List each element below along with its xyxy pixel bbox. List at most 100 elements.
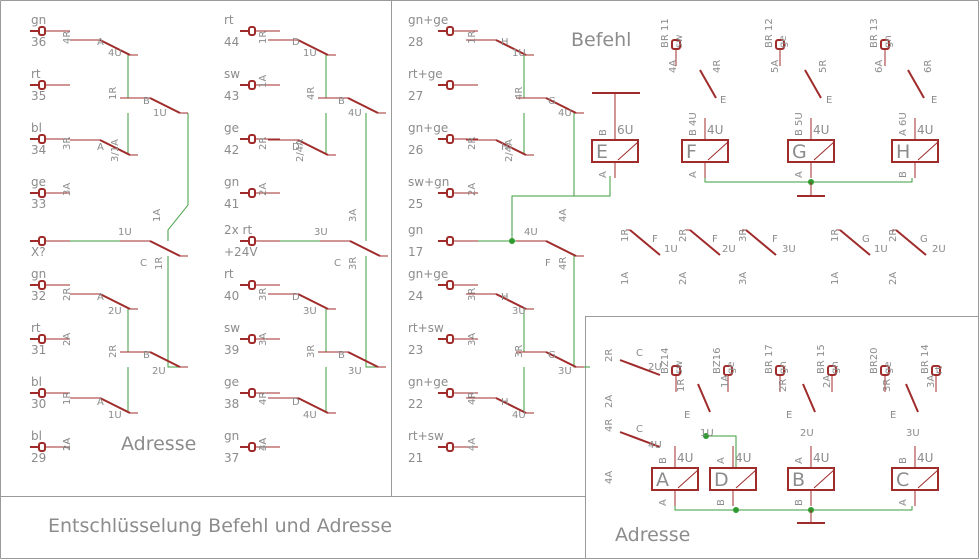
bridge-label: BR 15	[816, 344, 827, 374]
pin-connector	[38, 236, 46, 246]
relay-coil-label: C	[896, 469, 909, 491]
contact-label: 2A	[467, 183, 478, 196]
wire	[120, 55, 129, 99]
connector-color-label: rt+sw	[408, 429, 444, 443]
small-contact-blade	[629, 229, 661, 256]
contact-label: E	[720, 95, 726, 106]
contact-label: 6A	[874, 60, 885, 73]
small-contact-blade	[689, 229, 721, 256]
contact-label: 1U	[153, 108, 167, 119]
contact-label: D	[292, 142, 300, 153]
pin-connector	[248, 280, 256, 290]
relay-pin-a-label: A	[688, 171, 699, 178]
contact-blade	[297, 139, 329, 156]
contact-label: 2A	[888, 272, 899, 285]
contact-blade	[99, 293, 131, 310]
contact-label: B	[143, 96, 150, 107]
contact-label: 5A	[770, 60, 781, 73]
contact-label: 1A	[152, 209, 163, 222]
contact-label: 3U	[314, 227, 328, 238]
contact-label: 4R	[712, 60, 723, 73]
contact-label: 1U	[118, 227, 132, 238]
relay-coil-diagonal	[917, 469, 939, 489]
contact-label: E	[826, 95, 832, 106]
contact-label: 1U	[303, 48, 317, 59]
contact-blade	[297, 397, 329, 414]
relay-pin-a-label: A	[658, 499, 669, 506]
contact-label: 1U	[512, 48, 526, 59]
contact-label: 1A	[258, 75, 269, 88]
pin-connector	[446, 80, 454, 90]
contact-label: G	[548, 350, 556, 361]
wire	[573, 256, 590, 368]
contact-label: 2A	[258, 183, 269, 196]
contact-e-blade	[907, 69, 925, 99]
connector-color-label: ge	[224, 121, 239, 135]
contact-label: 1R	[62, 392, 73, 405]
relay-coil-diagonal	[813, 469, 835, 489]
connector-color-label: gn	[31, 13, 46, 27]
pin-connector	[446, 188, 454, 198]
connector-number-label: 43	[224, 89, 239, 103]
wire	[511, 113, 575, 241]
contact-label: 3A	[258, 438, 269, 451]
contact-label: 1R	[258, 31, 269, 44]
pin-connector	[38, 188, 46, 198]
contact-blade	[495, 293, 527, 310]
contact-label: 4A	[258, 438, 269, 451]
contact-label: 2/4A	[295, 139, 306, 162]
contact-label: G	[862, 234, 870, 245]
contact-label: 3R	[467, 288, 478, 301]
relay-coil-diagonal	[917, 141, 939, 161]
wire	[674, 506, 913, 511]
relay-pin-b-label: A	[716, 457, 727, 464]
relay-coil-diagonal	[707, 141, 729, 161]
bridge-label: BR 14	[920, 344, 931, 374]
contact-e-blade	[802, 383, 816, 413]
pin-connector	[38, 334, 46, 344]
contact-c-blade	[619, 359, 661, 376]
contact-label: 3U	[782, 244, 796, 255]
contact-label: 4U	[558, 108, 572, 119]
contact-e-blade	[804, 69, 822, 99]
contact-label: E	[684, 410, 690, 421]
contact-blade	[149, 97, 181, 114]
connector-number-label: 32	[31, 289, 46, 303]
contact-e-blade	[905, 383, 919, 413]
wire	[365, 256, 386, 368]
pin-connector	[248, 334, 256, 344]
contact-label: 3A	[926, 375, 937, 388]
contact-label: 3A	[258, 333, 269, 346]
connector-number-label: 22	[408, 397, 423, 411]
relay-coil-diagonal	[677, 469, 699, 489]
contact-label: 2R	[678, 229, 689, 242]
connector-color-label: gn+ge	[408, 267, 448, 281]
relay-pin-b-label: B 5U	[794, 112, 805, 136]
contact-label: E	[786, 410, 792, 421]
contact-label: 4U	[512, 410, 526, 421]
contact-label: 3U	[512, 306, 526, 317]
contact-label: 4R	[258, 392, 269, 405]
relay-pin-b-label: A	[794, 457, 805, 464]
contact-label: 4U	[648, 440, 662, 451]
contact-label: A	[97, 292, 104, 303]
contact-label: E	[890, 410, 896, 421]
contact-blade	[149, 351, 181, 368]
contact-label: 3R	[738, 229, 749, 242]
contact-label: 4R	[306, 87, 317, 100]
contact-blade	[349, 240, 381, 257]
contact-label: G	[920, 234, 928, 245]
connector-color-label: rt	[31, 67, 41, 81]
connector-color-label: rt+sw	[408, 321, 444, 335]
pin-connector	[446, 442, 454, 452]
relay-coil-diagonal	[735, 469, 757, 489]
relay-pin-a-label: A	[794, 171, 805, 178]
small-contact-blade	[745, 229, 777, 256]
connector-color-label: ge	[31, 175, 46, 189]
contact-label: H	[501, 142, 509, 153]
contact-label: C	[636, 424, 643, 435]
connector-color-label: rt	[224, 13, 234, 27]
contact-label: 1U	[664, 244, 678, 255]
contact-label: 2A	[62, 333, 73, 346]
